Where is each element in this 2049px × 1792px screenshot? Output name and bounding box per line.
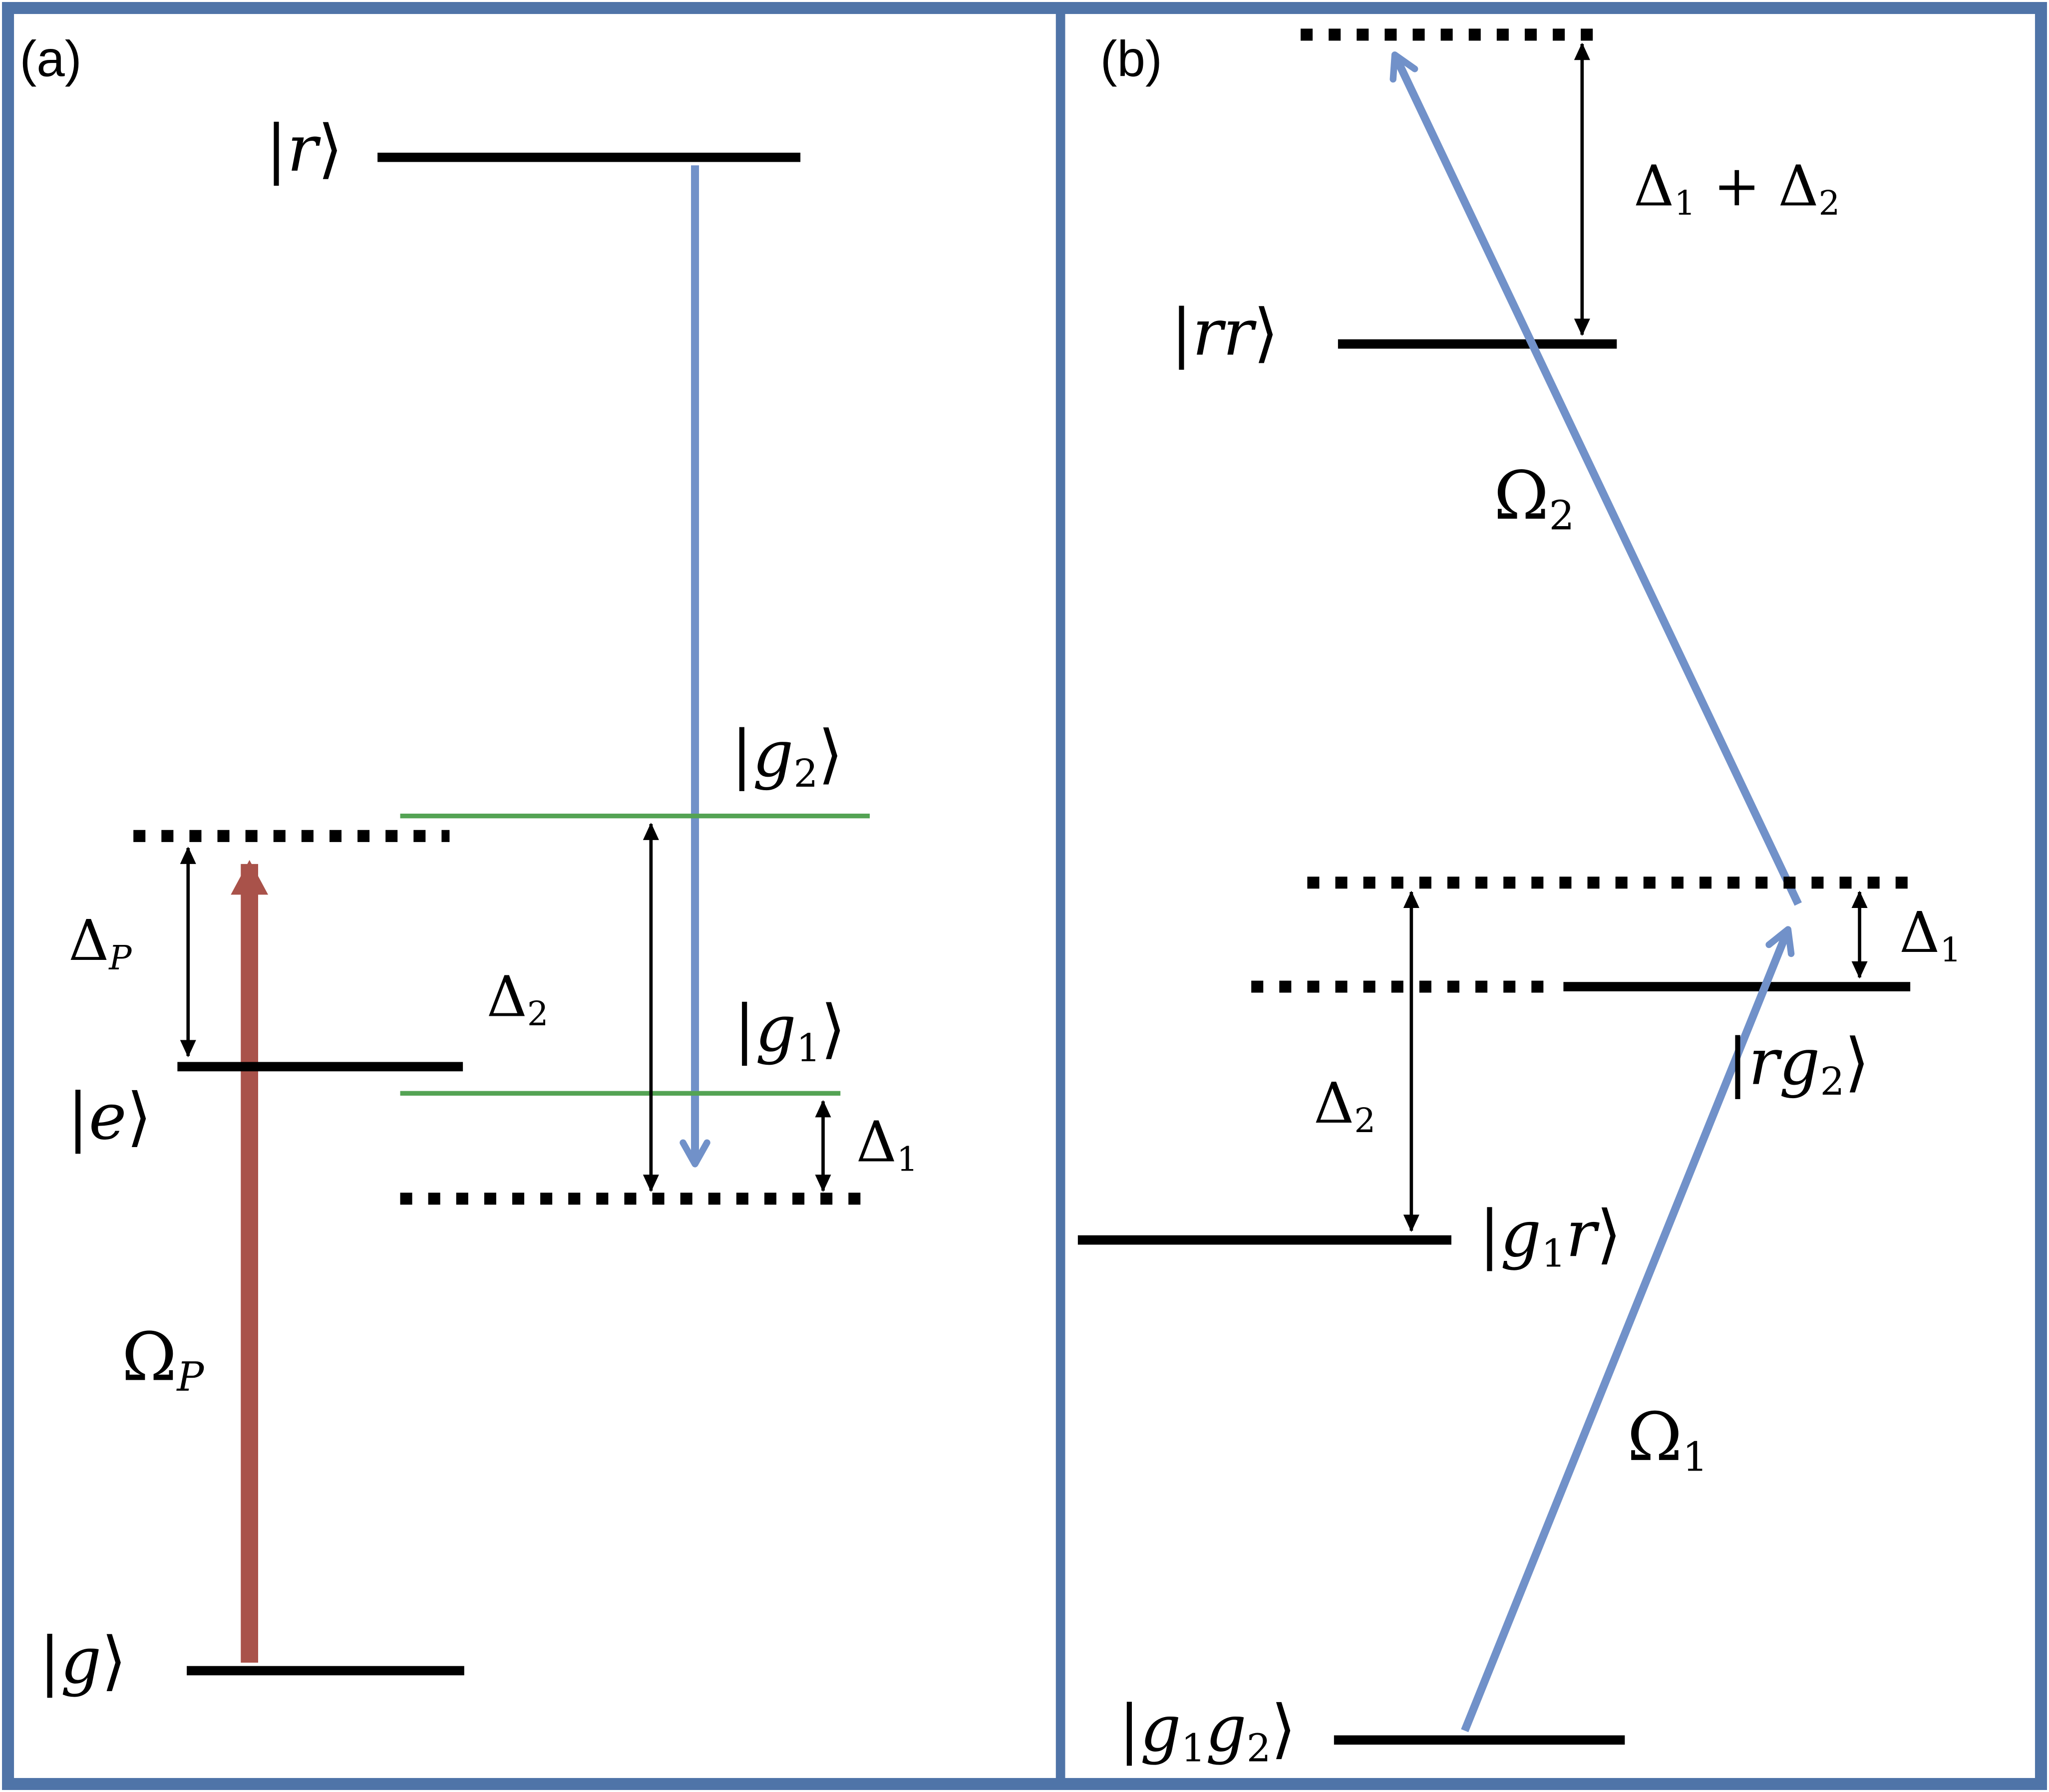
omega-p-label: ΩP [121, 1318, 204, 1402]
panel-b [1077, 28, 1919, 1745]
delta-1a-label: Δ1 [856, 1109, 918, 1179]
delta-1b-label: Δ1 [1899, 900, 1962, 970]
delta-sum-label: Δ1 + Δ2 [1634, 153, 1840, 223]
omega-1-arrow [1461, 926, 1795, 1733]
delta-2b-label: Δ2 [1314, 1070, 1376, 1140]
ket-g2-label: |g2⟩ [731, 717, 843, 796]
ket-g1r-label: |g1r⟩ [1478, 1197, 1622, 1276]
ket-g-label: |g⟩ [38, 1624, 127, 1699]
delta-2a-label: Δ2 [486, 964, 549, 1034]
ket-rg2-label: |rg2⟩ [1726, 1025, 1870, 1104]
ket-g1g2-label: |g1g2⟩ [1118, 1692, 1296, 1771]
panel-a-tag: (a) [19, 32, 82, 88]
omega-2-arrow [1389, 51, 1802, 906]
ket-g1-label: |g1⟩ [733, 992, 846, 1071]
ket-rr-label: |rr⟩ [1170, 296, 1279, 371]
ket-e-label: |e⟩ [67, 1080, 152, 1155]
ket-r-label: |r⟩ [265, 112, 343, 187]
delta-p-label: ΔP [68, 908, 132, 978]
panel-a [133, 152, 870, 1676]
panel-b-tag: (b) [1100, 32, 1162, 88]
omega-2-label: Ω2 [1493, 457, 1575, 541]
omega-1-label: Ω1 [1627, 1399, 1708, 1482]
